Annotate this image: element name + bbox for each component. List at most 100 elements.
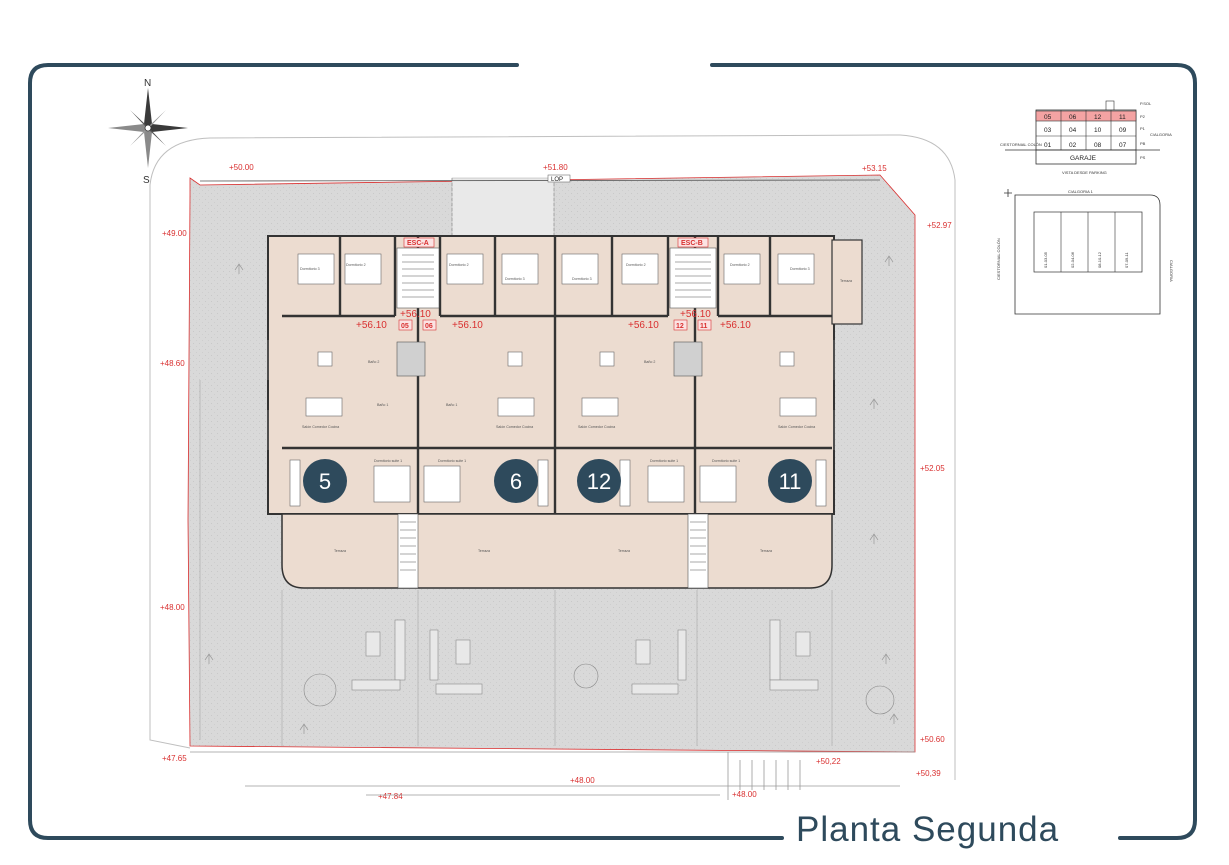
compass-south-label: S [143, 175, 150, 186]
key-cell: 06 [1069, 114, 1077, 121]
stair-b-label: ESC-B [681, 240, 703, 247]
room-label: Dormitorio suite 1 [650, 459, 678, 463]
site-block-label: 02-04-06 [1070, 251, 1075, 268]
room-label: Salón Comedor Cocina [578, 425, 615, 429]
room-label: Baño 1 [446, 403, 457, 407]
key-cell: 10 [1094, 127, 1102, 134]
site-boundary-lines [149, 134, 956, 780]
room-label: Dormitorio 3 [505, 277, 525, 281]
elevation-labels: +50.00 +51.80 +53.15 +49.00 +52.97 +48.6… [160, 163, 952, 801]
stair-a-label: ESC-A [407, 240, 429, 247]
key-cell: 03 [1044, 127, 1052, 134]
page-title: Planta Segunda [796, 810, 1060, 849]
site-block-label: 01-03-05 [1043, 251, 1048, 268]
stair-tag-11: 11 [700, 323, 708, 330]
furniture-beds [297, 253, 815, 503]
elevation-label: +47.65 [162, 754, 187, 763]
key-street-left: C/ESTORNIAL COLÓN [1000, 142, 1042, 147]
compass-north-label: N [144, 78, 151, 89]
site-block-label: 08-10-12 [1097, 251, 1102, 268]
key-cell: 12 [1094, 114, 1102, 121]
room-label: Terraza [840, 279, 852, 283]
key-cell: 08 [1094, 142, 1102, 149]
room-label: Baño 2 [644, 360, 655, 364]
furniture-living [289, 351, 827, 507]
room-label: Salón Comedor Cocina [496, 425, 533, 429]
elevation-label: +47.84 [378, 792, 403, 801]
room-label: Dormitorio 2 [346, 263, 366, 267]
garden-strip [451, 177, 555, 239]
elevation-label: +50,39 [916, 769, 941, 778]
room-label: Salón Comedor Cocina [778, 425, 815, 429]
key-level-label: PS [1140, 155, 1146, 160]
elevation-label: +52.97 [927, 221, 952, 230]
unit-badge-12 [577, 459, 621, 503]
upper-terrace [831, 239, 863, 325]
site-plan-mini [1004, 189, 1161, 315]
floor-level-label: +56.10 [356, 320, 387, 331]
elevation-label: +49.00 [162, 229, 187, 238]
stair-tag-boxes [398, 237, 712, 331]
site-caption: C/ALGORIA 1 [1068, 189, 1094, 194]
floor-level-label: +56.10 [720, 320, 751, 331]
key-level-label: PB [1140, 141, 1146, 146]
room-label: Terraza [760, 549, 772, 553]
garden-furniture [303, 619, 895, 715]
room-label: Dormitorio suite 1 [712, 459, 740, 463]
elevation-label: +48.00 [160, 603, 185, 612]
unit-number-11: 11 [779, 469, 802, 494]
room-labels: Dormitorio 3 Dormitorio 2 Dormitorio 2 D… [300, 263, 852, 553]
site-block-label: 07-09-11 [1124, 252, 1129, 268]
key-level-label: P1 [1140, 126, 1146, 131]
room-label: Dormitorio 2 [449, 263, 469, 267]
key-cell-garage: GARAJE [1070, 155, 1097, 162]
key-cell: 02 [1069, 142, 1077, 149]
terrace-band [281, 513, 833, 589]
room-label: Baño 1 [377, 403, 388, 407]
floor-level-label: +56.10 [628, 320, 659, 331]
garden-divisions [199, 380, 833, 746]
unit-badge-5 [303, 459, 347, 503]
room-label: Dormitorio suite 1 [374, 459, 402, 463]
key-cell: 05 [1044, 114, 1052, 121]
elevation-label: +52.05 [920, 464, 945, 473]
stair-cores [396, 247, 717, 589]
room-label: Dormitorio 2 [730, 263, 750, 267]
elevation-label: +48.60 [160, 359, 185, 368]
windows [267, 340, 835, 450]
unit-number-5: 5 [319, 469, 331, 494]
key-cell: 04 [1069, 127, 1077, 134]
elevation-label: +50.00 [229, 163, 254, 172]
room-label: Terraza [618, 549, 630, 553]
unit-badges [303, 459, 812, 503]
stair-tag-12: 12 [676, 323, 684, 330]
unit-badge-6 [494, 459, 538, 503]
room-label: Terraza [478, 549, 490, 553]
floor-level-label: +56.10 [400, 309, 431, 320]
room-label: Dormitorio 3 [790, 267, 810, 271]
elevation-label: +48.00 [732, 790, 757, 799]
stair-tag-05: 05 [401, 323, 409, 330]
unit-number-12: 12 [587, 469, 611, 494]
unit-number-6: 6 [510, 469, 522, 494]
bottom-ground-lines [190, 751, 915, 800]
key-cell: 09 [1119, 127, 1127, 134]
compass-rose-icon [108, 88, 188, 168]
key-cell: 11 [1119, 114, 1126, 121]
frame-border [28, 63, 1197, 840]
site-street-left: C/ESTORNIAL COLÓN [996, 238, 1001, 280]
elevation-label: +53.15 [862, 164, 887, 173]
room-label: Dormitorio 3 [572, 277, 592, 281]
room-label: Dormitorio 2 [626, 263, 646, 267]
key-level-label: P.SOL [1140, 101, 1152, 106]
key-plan [1005, 100, 1160, 165]
room-label: Dormitorio suite 1 [438, 459, 466, 463]
stair-tag-06: 06 [425, 323, 433, 330]
key-level-label: P2 [1140, 114, 1146, 119]
key-cell: 01 [1044, 142, 1052, 149]
key-street-right: C/ALGORIA [1150, 132, 1172, 137]
room-label: Salón Comedor Cocina [302, 425, 339, 429]
key-cell: 07 [1119, 142, 1127, 149]
elevation-label: +50,22 [816, 757, 841, 766]
